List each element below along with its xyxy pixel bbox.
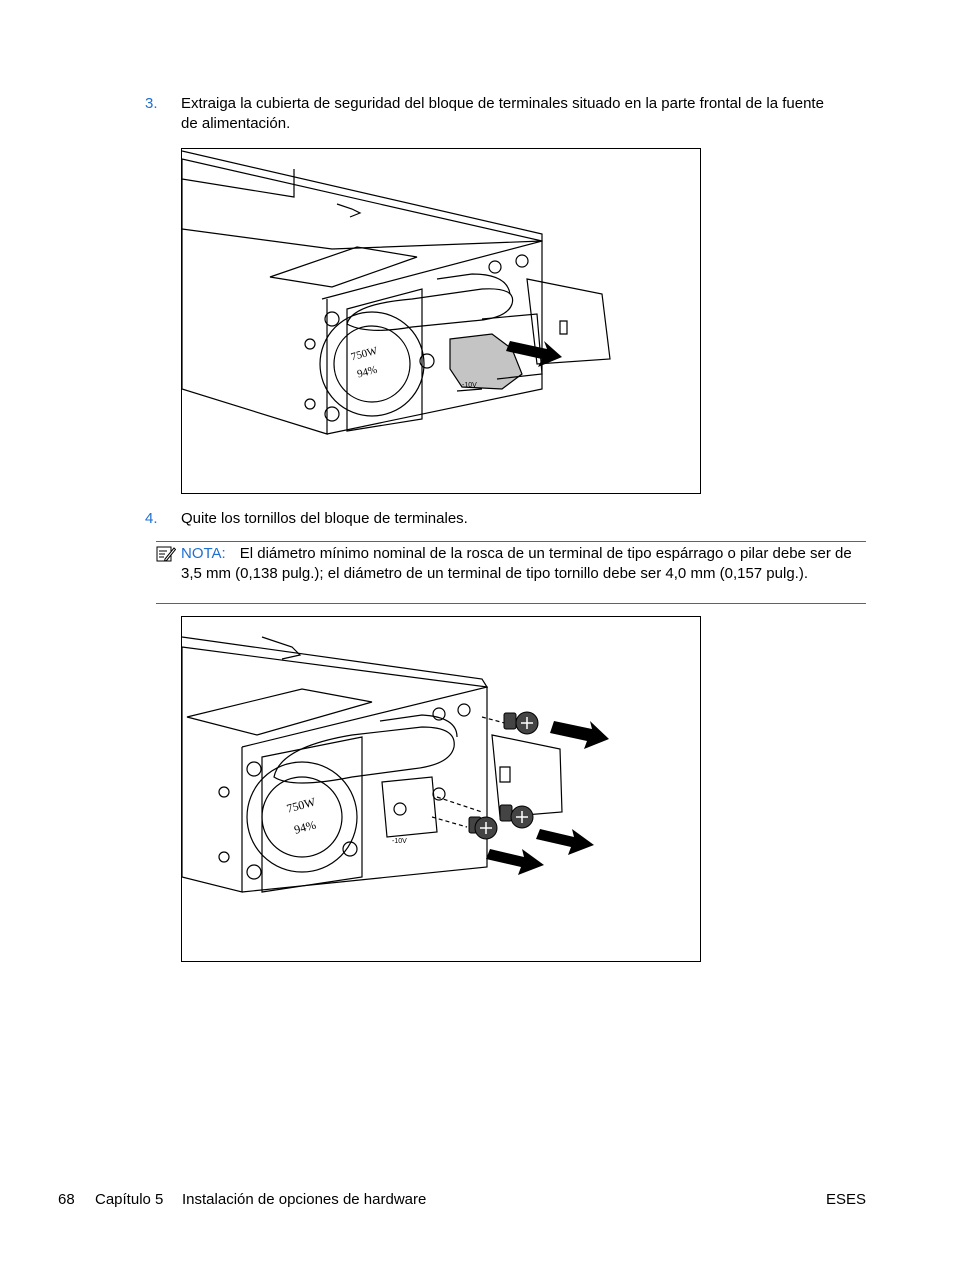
wattage-label: 750W bbox=[350, 345, 380, 364]
chapter-title: Instalación de opciones de hardware bbox=[182, 1191, 427, 1208]
efficiency-label: 94% bbox=[293, 818, 318, 837]
locale-code: ESES bbox=[825, 1191, 866, 1208]
step-number: 4. bbox=[145, 510, 158, 527]
note-pencil-icon bbox=[156, 545, 177, 567]
step-text: Quite los tornillos del bloque de termin… bbox=[181, 510, 468, 527]
chapter-label: Capítulo 5 bbox=[95, 1191, 164, 1208]
page-number: 68 bbox=[58, 1191, 75, 1208]
power-supply-illustration-2: 750W 94% -10V bbox=[182, 636, 609, 893]
efficiency-label: 94% bbox=[356, 364, 379, 381]
step-text: Extraiga la cubierta de seguridad del bl… bbox=[181, 95, 824, 132]
wattage-label: 750W bbox=[285, 794, 318, 815]
figure-remove-terminal-cover: 750W 94% -10V bbox=[181, 148, 701, 494]
note-label: NOTA: bbox=[181, 545, 226, 562]
note-box: NOTA:El diámetro mínimo nominal de la ro… bbox=[156, 541, 866, 604]
note-text: NOTA:El diámetro mínimo nominal de la ro… bbox=[181, 544, 865, 583]
step-number: 3. bbox=[145, 95, 158, 112]
figure-remove-screws: 750W 94% -10V bbox=[181, 616, 701, 962]
power-supply-illustration-1: 750W 94% -10V bbox=[182, 150, 611, 435]
note-body: El diámetro mínimo nominal de la rosca d… bbox=[181, 545, 852, 582]
terminal-mark: -10V bbox=[462, 382, 477, 389]
terminal-mark: -10V bbox=[392, 838, 407, 845]
